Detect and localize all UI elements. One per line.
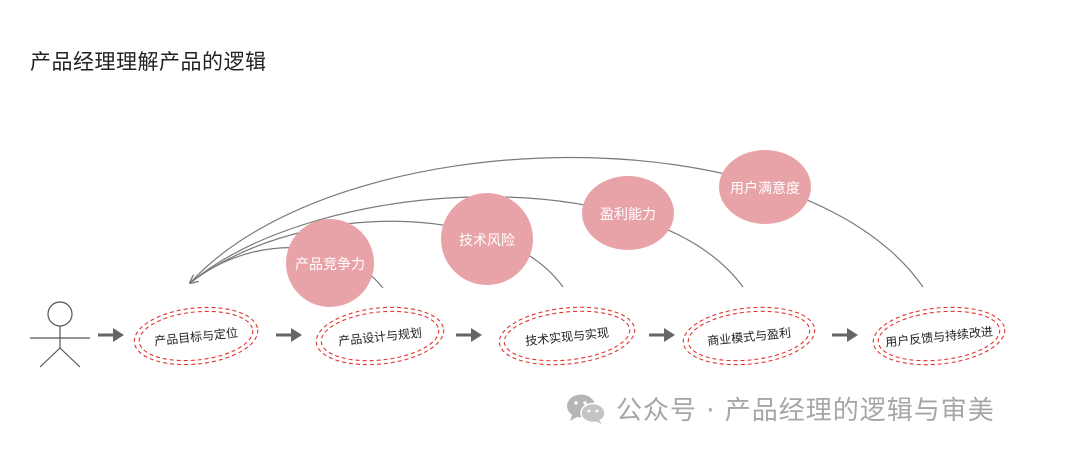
flow-step: 产品设计与规划 [315,306,445,366]
flow-step: 用户反馈与持续改进 [872,306,1006,366]
feedback-bubble: 技术风险 [441,193,533,285]
flow-step: 产品目标与定位 [133,306,259,366]
feedback-label: 产品竞争力 [295,256,365,273]
feedback-arc-satisfaction [189,156,924,288]
flow-step-label: 产品目标与定位 [153,325,238,349]
flow-arrow [649,328,675,342]
flow-step-label: 产品设计与规划 [337,325,422,349]
watermark: 公众号 · 产品经理的逻辑与审美 [566,390,995,427]
page-title: 产品经理理解产品的逻辑 [30,50,267,74]
wechat-icon [567,394,606,424]
watermark-text: 公众号 · 产品经理的逻辑与审美 [616,396,995,426]
flow-arrow [456,328,482,342]
feedback-bubble: 盈利能力 [582,176,674,250]
stick-figure-icon [30,301,90,368]
flow-step: 技术实现与实现 [498,306,636,366]
flow-step-label: 技术实现与实现 [524,325,609,349]
flow-step: 商业模式与盈利 [682,306,816,366]
feedback-arc-tech-risk [189,220,564,288]
flow-arrow [276,328,302,342]
feedback-bubble: 用户满意度 [719,150,811,224]
flow-arrow [832,328,858,342]
feedback-label: 技术风险 [459,233,515,249]
flow-step-label: 用户反馈与持续改进 [885,323,994,349]
flow-arrow [98,328,124,342]
feedback-bubble: 产品竞争力 [286,219,374,307]
flow-step-label: 商业模式与盈利 [706,325,791,349]
feedback-label: 用户满意度 [730,180,800,197]
feedback-label: 盈利能力 [600,207,656,223]
